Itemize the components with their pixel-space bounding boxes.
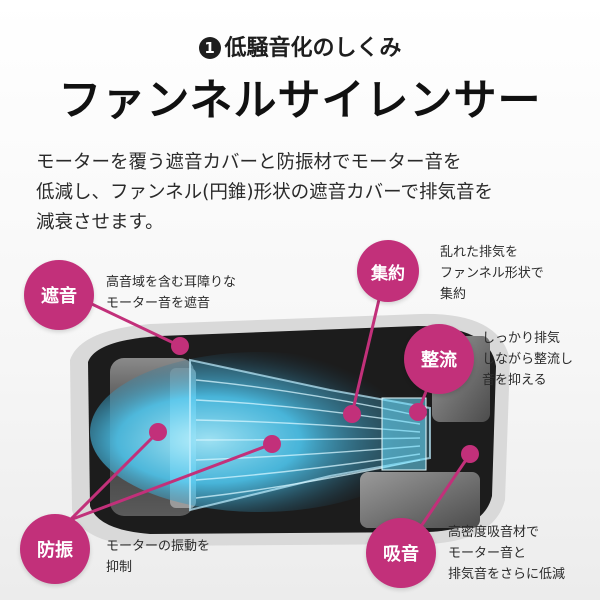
feature-label: 防振 — [37, 540, 73, 561]
feature-bubble-seiryu: 整流 — [404, 324, 474, 394]
lead-paragraph: モーターを覆う遮音カバーと防振材でモーター音を 低減し、ファンネル(円錐)形状の… — [36, 148, 576, 238]
note-line: しながら整流し — [482, 352, 574, 367]
note-line: 集約 — [440, 287, 467, 302]
note-line: モーター音と — [448, 546, 527, 561]
note-line: 高音域を含む耳障りな — [106, 275, 237, 290]
feature-note-shuyaku: 乱れた排気を ファンネル形状で 集約 — [440, 242, 544, 305]
feature-note-boshin: モーターの振動を 抑制 — [106, 536, 210, 578]
page-title: ファンネルサイレンサー — [58, 76, 542, 126]
feature-bubble-shaon: 遮音 — [24, 260, 94, 330]
feature-bubble-boshin: 防振 — [20, 514, 90, 584]
note-line: ファンネル形状で — [440, 266, 544, 281]
feature-note-seiryu: しっかり排気 しながら整流し 音を抑える — [482, 328, 573, 391]
note-line: 音を抑える — [482, 373, 547, 388]
lead-line: 低減し、ファンネル(円錐)形状の遮音カバーで排気音を — [36, 182, 493, 203]
lead-line: 減衰させます。 — [36, 212, 164, 233]
note-line: 乱れた排気を — [440, 245, 519, 260]
feature-note-shaon: 高音域を含む耳障りな モーター音を遮音 — [106, 272, 236, 314]
feature-label: 集約 — [371, 263, 405, 284]
leader-dots — [149, 337, 479, 463]
feature-bubble-shuyaku: 集約 — [357, 240, 419, 302]
feature-label: 吸音 — [383, 544, 419, 565]
step-number-badge: 1 — [198, 37, 221, 59]
funnel-cover — [189, 358, 431, 512]
silencer-illustration — [68, 273, 510, 551]
feature-label: 遮音 — [41, 286, 77, 307]
feature-bubble-kyuon: 吸音 — [366, 518, 436, 588]
note-line: モーターの振動を — [106, 539, 211, 554]
note-line: 抑制 — [106, 560, 133, 575]
foam-absorber-bottom — [360, 472, 480, 528]
feature-note-kyuon: 高密度吸音材で モーター音と 排気音をさらに低減 — [448, 522, 565, 585]
silencer-diagram: 遮音 高音域を含む耳障りな モーター音を遮音 集約 乱れた排気を ファンネル形状… — [0, 240, 600, 600]
lead-line: モーターを覆う遮音カバーと防振材でモーター音を — [36, 152, 462, 173]
subtitle-text: 低騒音化のしくみ — [224, 36, 402, 61]
note-line: 排気音をさらに低減 — [448, 567, 566, 582]
note-line: しっかり排気 — [482, 331, 561, 346]
straightener-grid — [381, 397, 427, 471]
note-line: 高密度吸音材で — [448, 525, 540, 540]
note-line: モーター音を遮音 — [106, 296, 211, 311]
feature-label: 整流 — [421, 350, 457, 371]
